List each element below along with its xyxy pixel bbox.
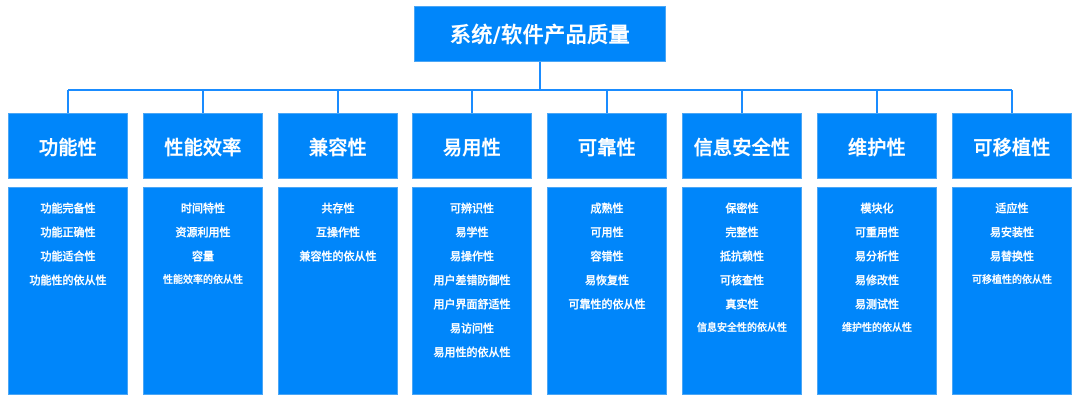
category-item: 用户差错防御性	[433, 274, 511, 287]
category-item: 抵抗赖性	[720, 250, 764, 263]
category-items-portability: 适应性 易安装性 易替换性 可移植性的依从性	[952, 187, 1072, 395]
category-item: 易学性	[455, 226, 489, 239]
category-item: 保密性	[725, 202, 759, 215]
category-items-reliability: 成熟性 可用性 容错性 易恢复性 可靠性的依从性	[547, 187, 667, 395]
category-header-label: 性能效率	[164, 136, 242, 159]
root-node-label: 系统/软件产品质量	[449, 23, 631, 47]
category-item: 可用性	[590, 226, 624, 239]
category-item: 可重用性	[855, 226, 899, 239]
category-item: 真实性	[725, 298, 759, 311]
category-item: 易操作性	[450, 250, 494, 263]
category-column-maintainability[interactable]: 维护性 模块化 可重用性 易分析性 易修改性 易测试性 维护性的依从性	[817, 113, 937, 395]
category-header-label: 信息安全性	[693, 136, 791, 159]
category-item: 共存性	[321, 202, 355, 215]
category-item: 资源利用性	[175, 226, 231, 239]
category-item: 维护性的依从性	[842, 323, 912, 334]
category-item: 可靠性的依从性	[568, 298, 646, 311]
category-item: 功能性的依从性	[29, 274, 107, 287]
category-item: 容错性	[590, 250, 624, 263]
category-item: 适应性	[995, 202, 1029, 215]
category-item: 易测试性	[855, 298, 899, 311]
category-item: 易用性的依从性	[433, 346, 511, 359]
category-header-portability[interactable]: 可移植性	[952, 113, 1072, 179]
category-item: 易访问性	[450, 322, 494, 335]
category-item: 易修改性	[855, 274, 899, 287]
category-column-functionality[interactable]: 功能性 功能完备性 功能正确性 功能适合性 功能性的依从性	[8, 113, 128, 395]
category-items-functionality: 功能完备性 功能正确性 功能适合性 功能性的依从性	[8, 187, 128, 395]
category-item: 易分析性	[855, 250, 899, 263]
category-header-label: 易用性	[443, 136, 501, 159]
category-item: 易恢复性	[585, 274, 629, 287]
category-header-compatibility[interactable]: 兼容性	[278, 113, 398, 179]
category-column-compatibility[interactable]: 兼容性 共存性 互操作性 兼容性的依从性	[278, 113, 398, 395]
category-item: 模块化	[860, 202, 894, 215]
category-header-usability[interactable]: 易用性	[412, 113, 532, 179]
category-header-label: 可移植性	[973, 136, 1051, 159]
category-item: 可核查性	[720, 274, 764, 287]
category-header-label: 功能性	[39, 136, 97, 159]
category-item: 功能正确性	[40, 226, 96, 239]
category-items-performance-efficiency: 时间特性 资源利用性 容量 性能效率的依从性	[143, 187, 263, 395]
category-item: 容量	[192, 250, 214, 263]
category-item: 易安装性	[990, 226, 1034, 239]
category-item: 可辨识性	[450, 202, 494, 215]
category-item: 性能效率的依从性	[163, 275, 243, 286]
category-item: 兼容性的依从性	[299, 250, 377, 263]
category-item: 成熟性	[590, 202, 624, 215]
category-items-maintainability: 模块化 可重用性 易分析性 易修改性 易测试性 维护性的依从性	[817, 187, 937, 395]
category-header-label: 可靠性	[578, 136, 636, 159]
category-header-label: 兼容性	[309, 136, 367, 159]
category-header-reliability[interactable]: 可靠性	[547, 113, 667, 179]
category-item: 易替换性	[990, 250, 1034, 263]
category-header-functionality[interactable]: 功能性	[8, 113, 128, 179]
category-item: 功能完备性	[40, 202, 96, 215]
category-item: 可移植性的依从性	[972, 275, 1052, 286]
category-header-label: 维护性	[848, 136, 906, 159]
category-column-usability[interactable]: 易用性 可辨识性 易学性 易操作性 用户差错防御性 用户界面舒适性 易访问性 易…	[412, 113, 532, 395]
category-header-performance-efficiency[interactable]: 性能效率	[143, 113, 263, 179]
category-column-portability[interactable]: 可移植性 适应性 易安装性 易替换性 可移植性的依从性	[952, 113, 1072, 395]
root-node[interactable]: 系统/软件产品质量	[414, 6, 666, 62]
category-item: 用户界面舒适性	[433, 298, 511, 311]
category-item: 时间特性	[181, 202, 225, 215]
category-item: 互操作性	[316, 226, 360, 239]
category-item: 完整性	[725, 226, 759, 239]
category-item: 功能适合性	[40, 250, 96, 263]
category-items-usability: 可辨识性 易学性 易操作性 用户差错防御性 用户界面舒适性 易访问性 易用性的依…	[412, 187, 532, 395]
category-column-reliability[interactable]: 可靠性 成熟性 可用性 容错性 易恢复性 可靠性的依从性	[547, 113, 667, 395]
category-items-compatibility: 共存性 互操作性 兼容性的依从性	[278, 187, 398, 395]
category-header-security[interactable]: 信息安全性	[682, 113, 802, 179]
category-item: 信息安全性的依从性	[697, 323, 787, 334]
category-items-security: 保密性 完整性 抵抗赖性 可核查性 真实性 信息安全性的依从性	[682, 187, 802, 395]
category-column-performance-efficiency[interactable]: 性能效率 时间特性 资源利用性 容量 性能效率的依从性	[143, 113, 263, 395]
category-header-maintainability[interactable]: 维护性	[817, 113, 937, 179]
category-column-security[interactable]: 信息安全性 保密性 完整性 抵抗赖性 可核查性 真实性 信息安全性的依从性	[682, 113, 802, 395]
